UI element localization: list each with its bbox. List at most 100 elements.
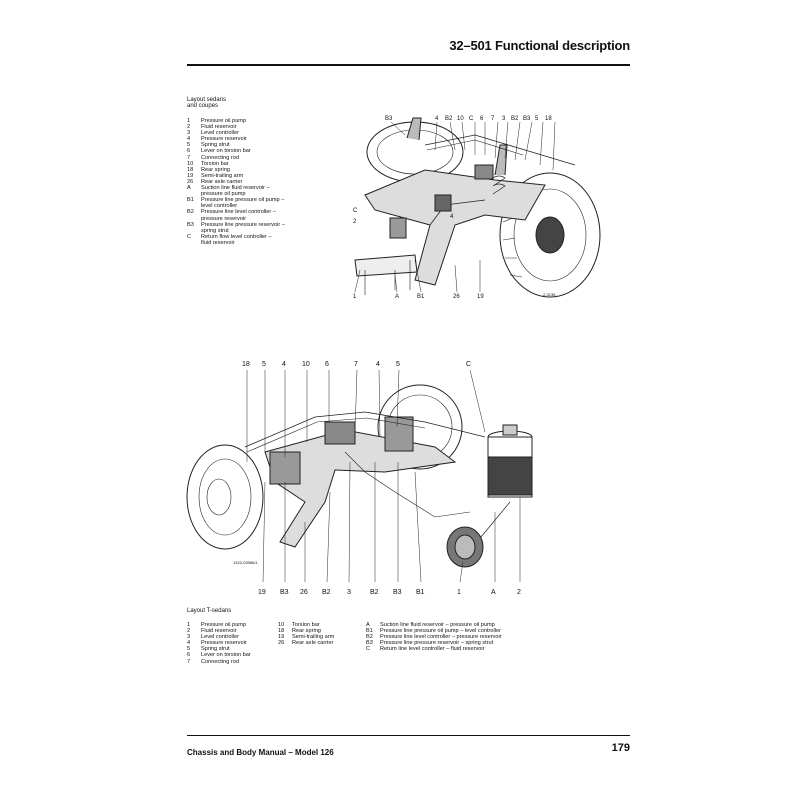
legend-key: B1 <box>187 197 194 204</box>
legend-key: B3 <box>366 640 373 647</box>
f2-callout-bottom: 26 <box>300 589 308 596</box>
legend-key: 6 <box>187 652 191 659</box>
legend-row: 10 Torsion bar <box>278 622 356 628</box>
legend-text: Rear spring <box>292 628 321 635</box>
f1-callout-top: 4 <box>435 116 439 122</box>
legend-key: B1 <box>366 628 373 635</box>
f1-callout-top: C <box>469 116 474 122</box>
f2-callout-bottom: B3 <box>280 589 289 596</box>
figure2-legend-col3: A Suction line fluid reservoir – pressure… <box>366 622 546 652</box>
legend-text: Pressure line pressure oil pump – level … <box>380 628 501 635</box>
legend-key: 18 <box>187 166 194 173</box>
f1-callout-top: B2 <box>511 116 519 122</box>
legend-key: 26 <box>187 178 194 185</box>
f1-callout-top: 5 <box>535 116 539 122</box>
left-wheel-shape <box>186 444 264 550</box>
legend-text: Torsion bar <box>292 622 320 628</box>
legend-key: A <box>187 185 191 192</box>
section-title: 32–501 Functional description <box>449 38 630 53</box>
legend-text: fluid reservoir <box>201 239 235 246</box>
f1-callout-left: 2 <box>353 219 357 225</box>
legend-key: B2 <box>187 209 194 216</box>
legend-row: 4 Pressure reservoir <box>187 640 277 646</box>
f1-callout-top: B2 <box>445 116 453 122</box>
legend-key: A <box>366 622 370 628</box>
footer-rule <box>187 735 630 736</box>
legend-row: fluid reservoir <box>187 240 315 246</box>
f2-callout-top: 18 <box>242 361 250 368</box>
figure1-caption-line1: Layout sedans <box>187 97 227 103</box>
f1-callout-bottom: 26 <box>453 294 460 300</box>
legend-key: 4 <box>187 136 191 143</box>
legend-text: Return line level controller – fluid res… <box>380 646 485 653</box>
legend-key: 6 <box>187 148 191 155</box>
legend-text: Connecting rod <box>201 658 239 665</box>
legend-text: pressure reservoir <box>201 215 247 222</box>
figure2-caption: Layout T-sedans <box>187 608 232 614</box>
legend-row: spring strut <box>187 228 315 234</box>
legend-key <box>187 240 201 246</box>
f1-callout-top: 18 <box>545 116 552 122</box>
legend-key: 7 <box>187 658 191 665</box>
legend-text: Torsion bar <box>201 160 229 167</box>
f1-callout-bottom: 1 <box>353 294 357 300</box>
figure1-caption: Layout sedans and coupes <box>187 97 226 109</box>
f1-callout-bottom: B1 <box>417 294 425 300</box>
page-number: 179 <box>611 742 630 754</box>
legend-text: Pressure line level controller – pressur… <box>380 634 502 641</box>
right-wheel-shape <box>499 172 601 298</box>
figure1-diagram: B3 4 B2 10 C 6 7 3 B2 B3 5 18 C 2 4 1 A … <box>353 116 601 300</box>
legend-row: B1 Pressure line pressure oil pump – <box>187 197 315 203</box>
f1-callout-bottom: A <box>395 294 399 300</box>
f1-callout-top: 7 <box>491 116 495 122</box>
legend-text: Lever on torsion bar <box>201 652 251 659</box>
legend-text: Suction line fluid reservoir – pressure … <box>380 622 495 628</box>
legend-key: 10 <box>278 622 285 628</box>
f1-drawing-code: 2-3136 <box>543 292 556 297</box>
legend-key: 7 <box>187 154 191 161</box>
legend-row: 26 Rear axle carrier <box>187 179 315 185</box>
legend-text: Rear axle carrier <box>201 178 243 185</box>
axle-carrier-shape <box>264 429 457 548</box>
f1-callout-top: 3 <box>502 116 506 122</box>
f2-callout-top: 4 <box>282 361 286 368</box>
legend-row: 7 Connecting rod <box>187 659 277 665</box>
legend-text: Pressure oil pump <box>201 622 247 628</box>
legend-key: 5 <box>187 142 191 149</box>
legend-text: Connecting rod <box>201 154 239 161</box>
legend-row: level controller <box>187 203 315 209</box>
f1-callout-mid: 4 <box>450 214 454 220</box>
legend-text: Pressure reservoir <box>201 640 247 647</box>
legend-text: Pressure oil pump <box>201 118 247 124</box>
footer-manual-title: Chassis and Body Manual – Model 126 <box>187 748 334 757</box>
legend-row: 1 Pressure oil pump <box>187 622 277 628</box>
legend-text: Pressure line pressure oil pump – <box>201 197 285 204</box>
legend-key: 4 <box>187 640 191 647</box>
legend-key: 1 <box>187 622 191 628</box>
f2-callout-bottom: 2 <box>517 589 521 596</box>
legend-key: 3 <box>187 130 191 137</box>
f1-callout-top: B3 <box>523 116 531 122</box>
legend-key: C <box>187 233 192 240</box>
f2-callout-top: C <box>466 361 471 368</box>
figure1-caption-line2: and coupes <box>187 103 219 110</box>
legend-text: Suction line fluid reservoir – <box>201 185 270 192</box>
legend-key: B2 <box>366 634 373 641</box>
legend-row: A Suction line fluid reservoir – pressure… <box>366 622 546 628</box>
header-rule <box>187 64 630 66</box>
legend-key: 19 <box>187 172 194 179</box>
f2-callout-bottom: B2 <box>322 589 331 596</box>
legend-key: 26 <box>278 640 285 647</box>
